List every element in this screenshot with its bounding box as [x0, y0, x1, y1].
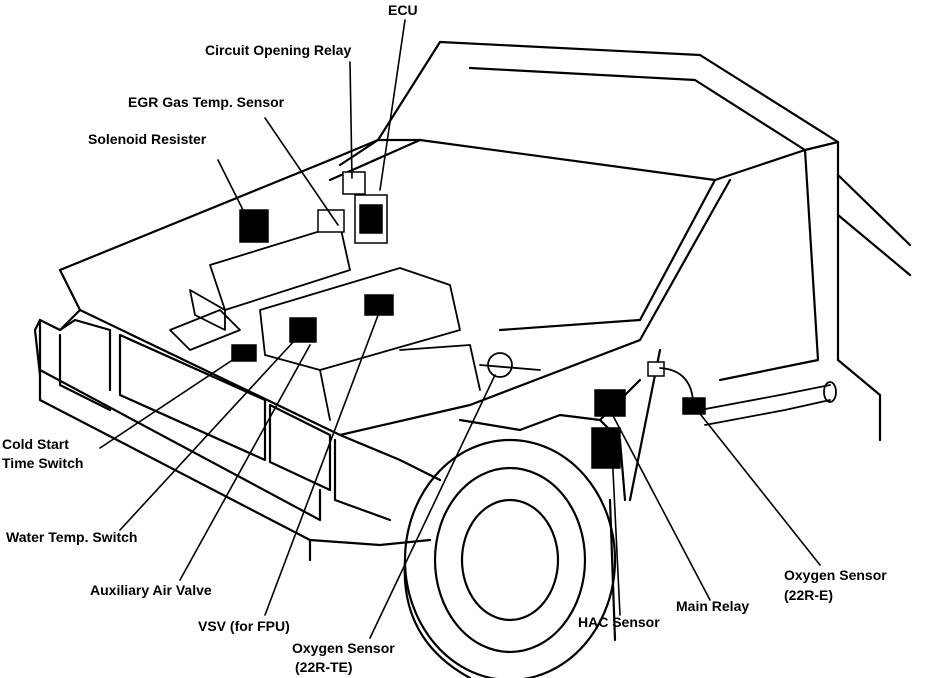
- label-water-temp-switch: Water Temp. Switch: [6, 529, 138, 545]
- label-hac-sensor: HAC Sensor: [578, 614, 660, 630]
- front-wheel: [403, 438, 617, 678]
- exhaust-pipe: [659, 367, 837, 426]
- label-oxygen-22re-line2: (22R-E): [784, 587, 834, 603]
- label-circuit-opening-relay: Circuit Opening Relay: [205, 42, 352, 58]
- label-egr-gas-temp-sensor: EGR Gas Temp. Sensor: [128, 94, 285, 110]
- label-oxygen-22rte-line1: Oxygen Sensor: [292, 640, 395, 656]
- engine-block: [169, 224, 541, 421]
- label-ecu: ECU: [388, 2, 418, 18]
- label-cold-start-line1: Cold Start: [2, 436, 69, 452]
- label-vsv-fpu: VSV (for FPU): [198, 618, 290, 634]
- truck-body: [33, 40, 912, 562]
- label-oxygen-22re-line1: Oxygen Sensor: [784, 567, 887, 583]
- label-solenoid-resister: Solenoid Resister: [88, 131, 207, 147]
- leader-lines: [99, 19, 821, 639]
- label-main-relay: Main Relay: [676, 598, 750, 614]
- label-auxiliary-air-valve: Auxiliary Air Valve: [90, 582, 212, 598]
- label-oxygen-22rte-line2: (22R-TE): [295, 659, 353, 675]
- label-cold-start-line2: Time Switch: [2, 455, 84, 471]
